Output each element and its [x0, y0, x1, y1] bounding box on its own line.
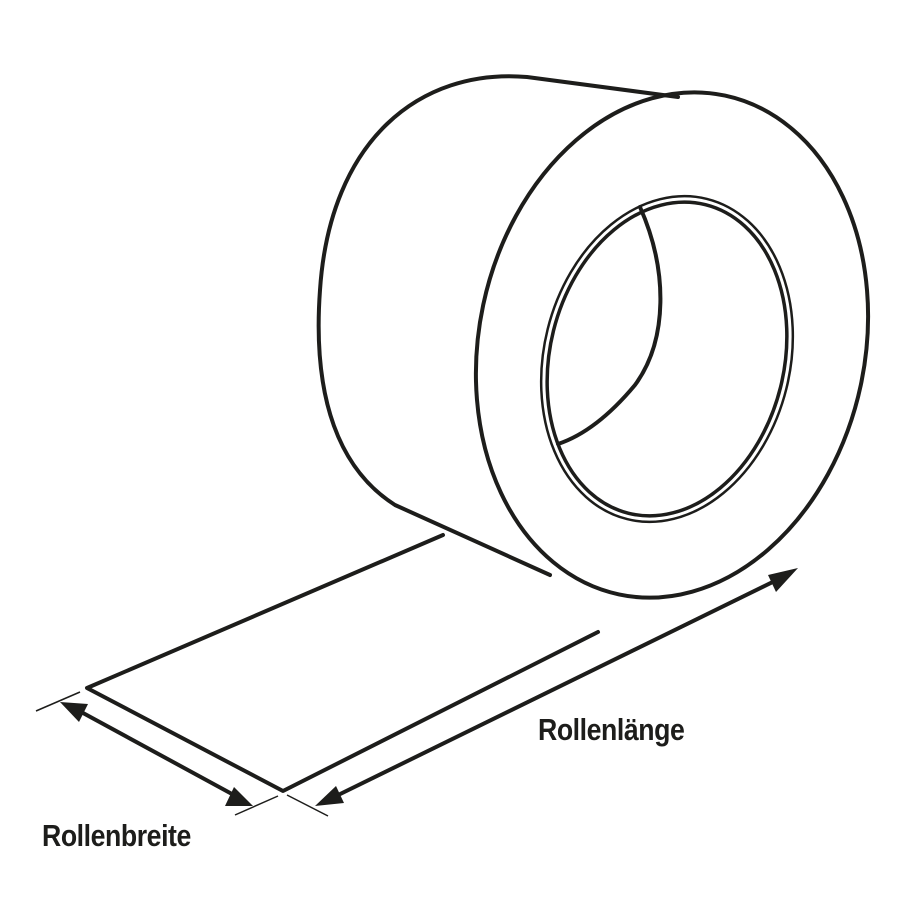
roll-front-face: [473, 90, 871, 600]
roll-back-outline: [316, 74, 680, 577]
width-dimension: [35, 691, 279, 816]
roll-width-label: Rollenbreite: [42, 818, 191, 853]
tape-strip: [85, 533, 600, 793]
core-inner-curve: [556, 205, 663, 446]
length-dimension: [286, 568, 798, 817]
roll-length-label: Rollenlänge: [538, 712, 685, 747]
core-inner-ring: [545, 200, 789, 518]
core-outer-ring: [539, 194, 795, 524]
